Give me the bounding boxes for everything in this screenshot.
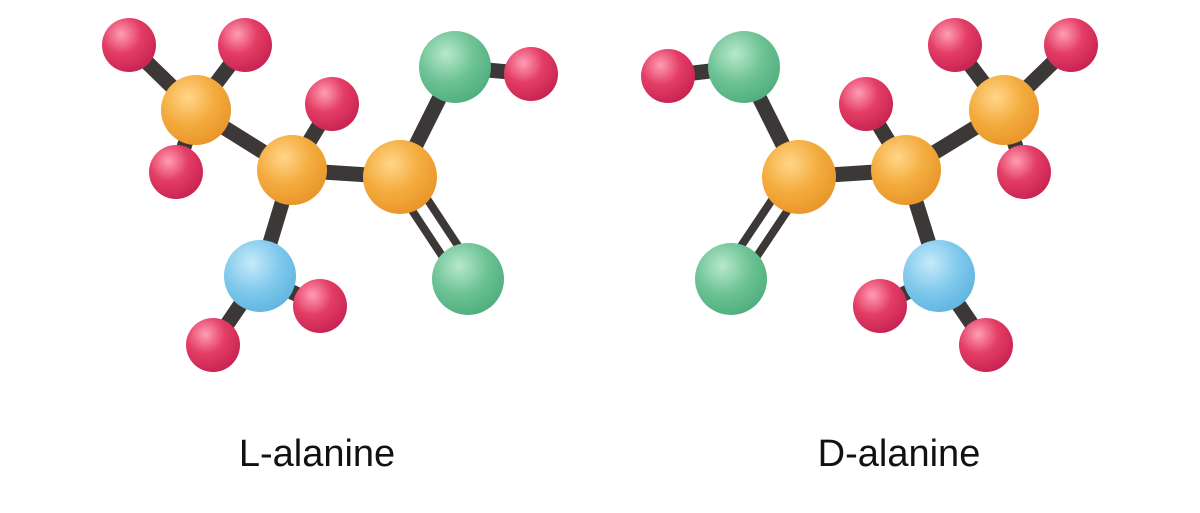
hydrogen-atom: [1044, 18, 1098, 72]
carbon-atom-methyl: [161, 75, 231, 145]
nitrogen-atom: [903, 240, 975, 312]
carbon-atom-alpha: [871, 135, 941, 205]
l-alanine-atoms: [102, 18, 558, 372]
carbon-atom-methyl: [969, 75, 1039, 145]
oxygen-atom-carbonyl: [695, 243, 767, 315]
hydrogen-atom: [853, 279, 907, 333]
hydrogen-atom: [504, 47, 558, 101]
hydrogen-atom: [928, 18, 982, 72]
hydrogen-atom: [997, 145, 1051, 199]
carbon-atom-alpha: [257, 135, 327, 205]
d-alanine-atoms: [641, 18, 1098, 372]
hydrogen-atom: [959, 318, 1013, 372]
hydrogen-atom: [186, 318, 240, 372]
hydrogen-atom: [305, 77, 359, 131]
hydrogen-atom: [839, 77, 893, 131]
oxygen-atom-hydroxyl: [708, 31, 780, 103]
hydrogen-atom: [102, 18, 156, 72]
carbon-atom-carboxyl: [762, 140, 836, 214]
hydrogen-atom: [641, 49, 695, 103]
nitrogen-atom: [224, 240, 296, 312]
d-alanine-molecule: [641, 18, 1098, 372]
hydrogen-atom: [218, 18, 272, 72]
oxygen-atom-carbonyl: [432, 243, 504, 315]
hydrogen-atom: [149, 145, 203, 199]
hydrogen-atom: [293, 279, 347, 333]
l-alanine-molecule: [102, 18, 558, 372]
oxygen-atom-hydroxyl: [419, 31, 491, 103]
l-alanine-label: L-alanine: [238, 433, 396, 475]
carbon-atom-carboxyl: [363, 140, 437, 214]
d-alanine-label: D-alanine: [817, 433, 981, 475]
